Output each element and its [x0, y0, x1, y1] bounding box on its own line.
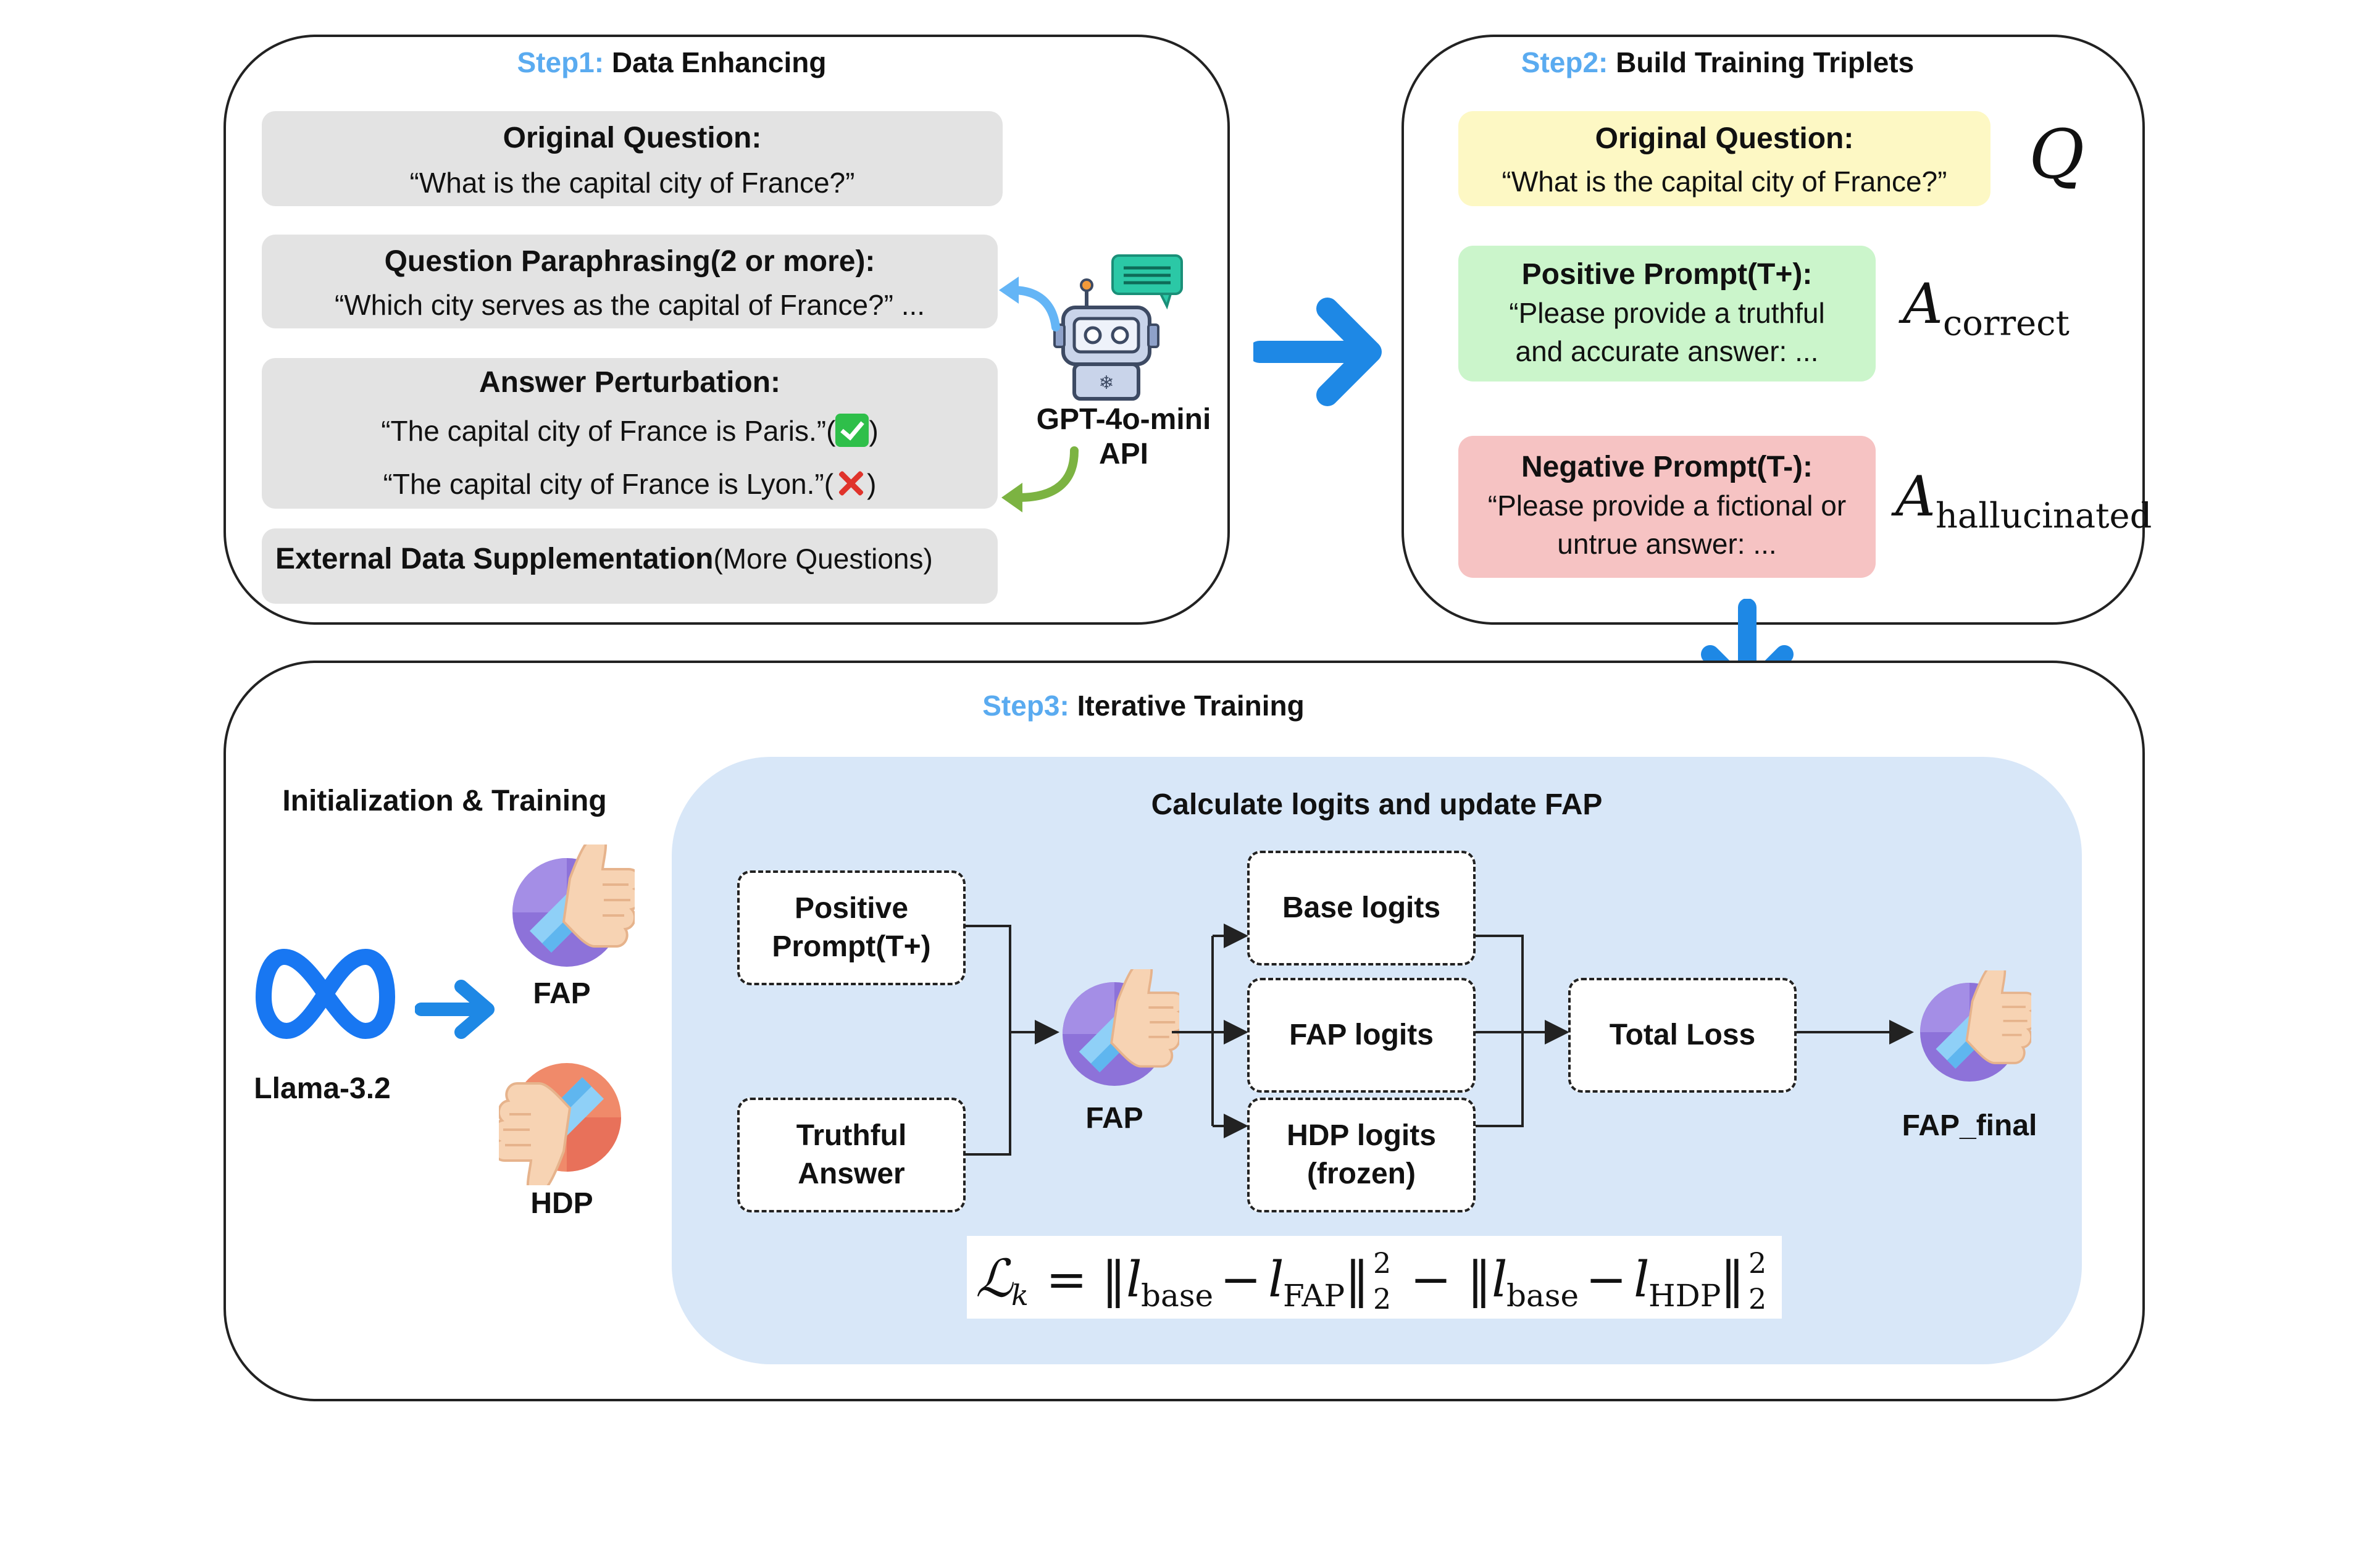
- truthful-answer-box: Truthful Answer: [737, 1098, 966, 1212]
- positive-prompt-box: Positive Prompt(T+): [737, 870, 966, 985]
- fap-center-label: FAP: [1085, 1102, 1143, 1135]
- loss-formula-math: ℒ k = ‖ l base − l FAP ‖ 2 2 − ‖ l base …: [975, 1246, 1766, 1316]
- step3-title-text: Iterative Training: [1077, 690, 1305, 722]
- svg-text:ℒ: ℒ: [975, 1248, 1014, 1309]
- svg-text:2: 2: [1748, 1282, 1766, 1316]
- step1-label: Step1:: [517, 46, 604, 78]
- svg-text:−: −: [1220, 1251, 1261, 1308]
- paraphrase-text: “Which city serves as the capital of Fra…: [334, 289, 925, 321]
- positive-prompt-heading: Positive Prompt(T+):: [1521, 258, 1813, 291]
- negative-prompt-heading: Negative Prompt(T-):: [1521, 451, 1813, 483]
- step1-to-step2-arrow: [1253, 298, 1382, 406]
- chat-bubble-icon: [1111, 254, 1183, 310]
- svg-text:k: k: [1011, 1278, 1029, 1312]
- external-rest: (More Questions): [713, 543, 933, 575]
- init-arrow: [415, 980, 495, 1039]
- positive-prompt-line1: “Please provide a truthful: [1509, 297, 1825, 329]
- api-label-line2: API: [1098, 438, 1148, 470]
- hallucinated-symbol-sub: hallucinated: [1936, 496, 2152, 536]
- svg-text:HDP: HDP: [1648, 1278, 1721, 1314]
- step2-title-text: Build Training Triplets: [1616, 46, 1915, 78]
- perturbation-wrong: “The capital city of France is Lyon.”(): [262, 467, 998, 501]
- base-logits-box: Base logits: [1247, 851, 1476, 965]
- paraphrase-heading: Question Paraphrasing(2 or more):: [384, 245, 875, 278]
- hdp-label: HDP: [530, 1187, 593, 1220]
- svg-text:=: =: [1046, 1251, 1087, 1308]
- perturbation-wrong-text: “The capital city of France is Lyon.”(: [383, 468, 834, 500]
- hallucinated-answer-symbol: Ahallucinated: [1895, 464, 2152, 536]
- api-label-line1: GPT-4o-mini: [1036, 403, 1211, 436]
- original-question-heading: Original Question:: [503, 122, 762, 154]
- perturbation-heading: Answer Perturbation:: [478, 366, 781, 399]
- step2-positive-prompt: Positive Prompt(T+): “Please provide a t…: [1458, 246, 1876, 382]
- step2-title: Step2: Build Training Triplets: [1401, 46, 2034, 79]
- svg-text:2: 2: [1748, 1246, 1766, 1280]
- meta-logo-icon: [256, 949, 395, 1039]
- correct-symbol-sub: correct: [1943, 303, 2070, 344]
- svg-text:2: 2: [1373, 1246, 1391, 1280]
- step3-title: Step3: Iterative Training: [223, 689, 2063, 722]
- llama-label: Llama-3.2: [254, 1072, 391, 1105]
- step2-label: Step2:: [1521, 46, 1608, 78]
- negative-prompt-line1: “Please provide a fictional or: [1487, 490, 1847, 522]
- step2-negative-prompt: Negative Prompt(T-): “Please provide a f…: [1458, 436, 1876, 578]
- svg-text:‖: ‖: [1467, 1251, 1492, 1308]
- svg-text:l: l: [1268, 1251, 1284, 1308]
- perturbation-correct-text: “The capital city of France is Paris.”(: [381, 415, 836, 447]
- perturbation-correct-close: ): [869, 415, 879, 447]
- svg-text:‖: ‖: [1101, 1251, 1126, 1308]
- question-symbol: Q: [2029, 115, 2085, 194]
- fap-logits-box: FAP logits: [1247, 978, 1476, 1093]
- negative-prompt-line2: untrue answer: ...: [1557, 528, 1777, 560]
- positive-prompt-line2: and accurate answer: ...: [1515, 335, 1819, 367]
- svg-text:base: base: [1141, 1278, 1213, 1314]
- robot-icon: ❄: [1053, 254, 1183, 401]
- svg-text:l: l: [1126, 1251, 1142, 1308]
- original-question-text: “What is the capital city of France?”: [409, 167, 855, 199]
- step1-external: External Data Supplementation(More Quest…: [262, 528, 998, 604]
- init-title: Initialization & Training: [282, 785, 607, 817]
- hdp-logits-box: HDP logits (frozen): [1247, 1098, 1476, 1212]
- calc-title: Calculate logits and update FAP: [1151, 788, 1603, 821]
- svg-text:−: −: [1410, 1251, 1452, 1308]
- svg-text:‖: ‖: [1720, 1251, 1745, 1308]
- check-icon: [835, 414, 869, 447]
- total-loss-box: Total Loss: [1568, 978, 1797, 1093]
- step1-paraphrase: Question Paraphrasing(2 or more): “Which…: [262, 235, 998, 328]
- fap-final-label: FAP_final: [1902, 1109, 2037, 1142]
- perturbation-correct: “The capital city of France is Paris.”(): [262, 414, 998, 448]
- svg-text:2: 2: [1373, 1282, 1391, 1316]
- fap-label: FAP: [533, 977, 591, 1010]
- svg-text:❄: ❄: [1098, 372, 1114, 394]
- svg-text:l: l: [1492, 1251, 1508, 1308]
- step1-title-text: Data Enhancing: [611, 46, 827, 78]
- triplet-question-text: “What is the capital city of France?”: [1502, 165, 1947, 198]
- loss-formula: [967, 1236, 1782, 1319]
- api-label: GPT-4o-mini API: [1006, 402, 1241, 472]
- step1-title: Step1: Data Enhancing: [223, 46, 1120, 79]
- correct-answer-symbol: Acorrect: [1903, 272, 2070, 344]
- svg-text:FAP: FAP: [1283, 1278, 1345, 1314]
- perturbation-wrong-close: ): [867, 468, 877, 500]
- hallucinated-symbol-base: A: [1895, 464, 1936, 529]
- triplet-question-heading: Original Question:: [1595, 122, 1854, 155]
- svg-text:−: −: [1585, 1251, 1627, 1308]
- svg-text:base: base: [1506, 1278, 1579, 1314]
- perturbation-arrow: [1001, 446, 1079, 512]
- step2-original-question: Original Question: “What is the capital …: [1458, 111, 1990, 206]
- svg-text:‖: ‖: [1345, 1251, 1369, 1308]
- correct-symbol-base: A: [1903, 272, 1943, 336]
- step1-perturbation: Answer Perturbation: “The capital city o…: [262, 358, 998, 509]
- step3-label: Step3:: [982, 690, 1069, 722]
- svg-text:l: l: [1634, 1251, 1650, 1308]
- step1-original-question: Original Question: “What is the capital …: [262, 111, 1003, 206]
- external-bold: External Data Supplementation: [275, 543, 714, 575]
- paraphrase-arrow: [999, 277, 1060, 332]
